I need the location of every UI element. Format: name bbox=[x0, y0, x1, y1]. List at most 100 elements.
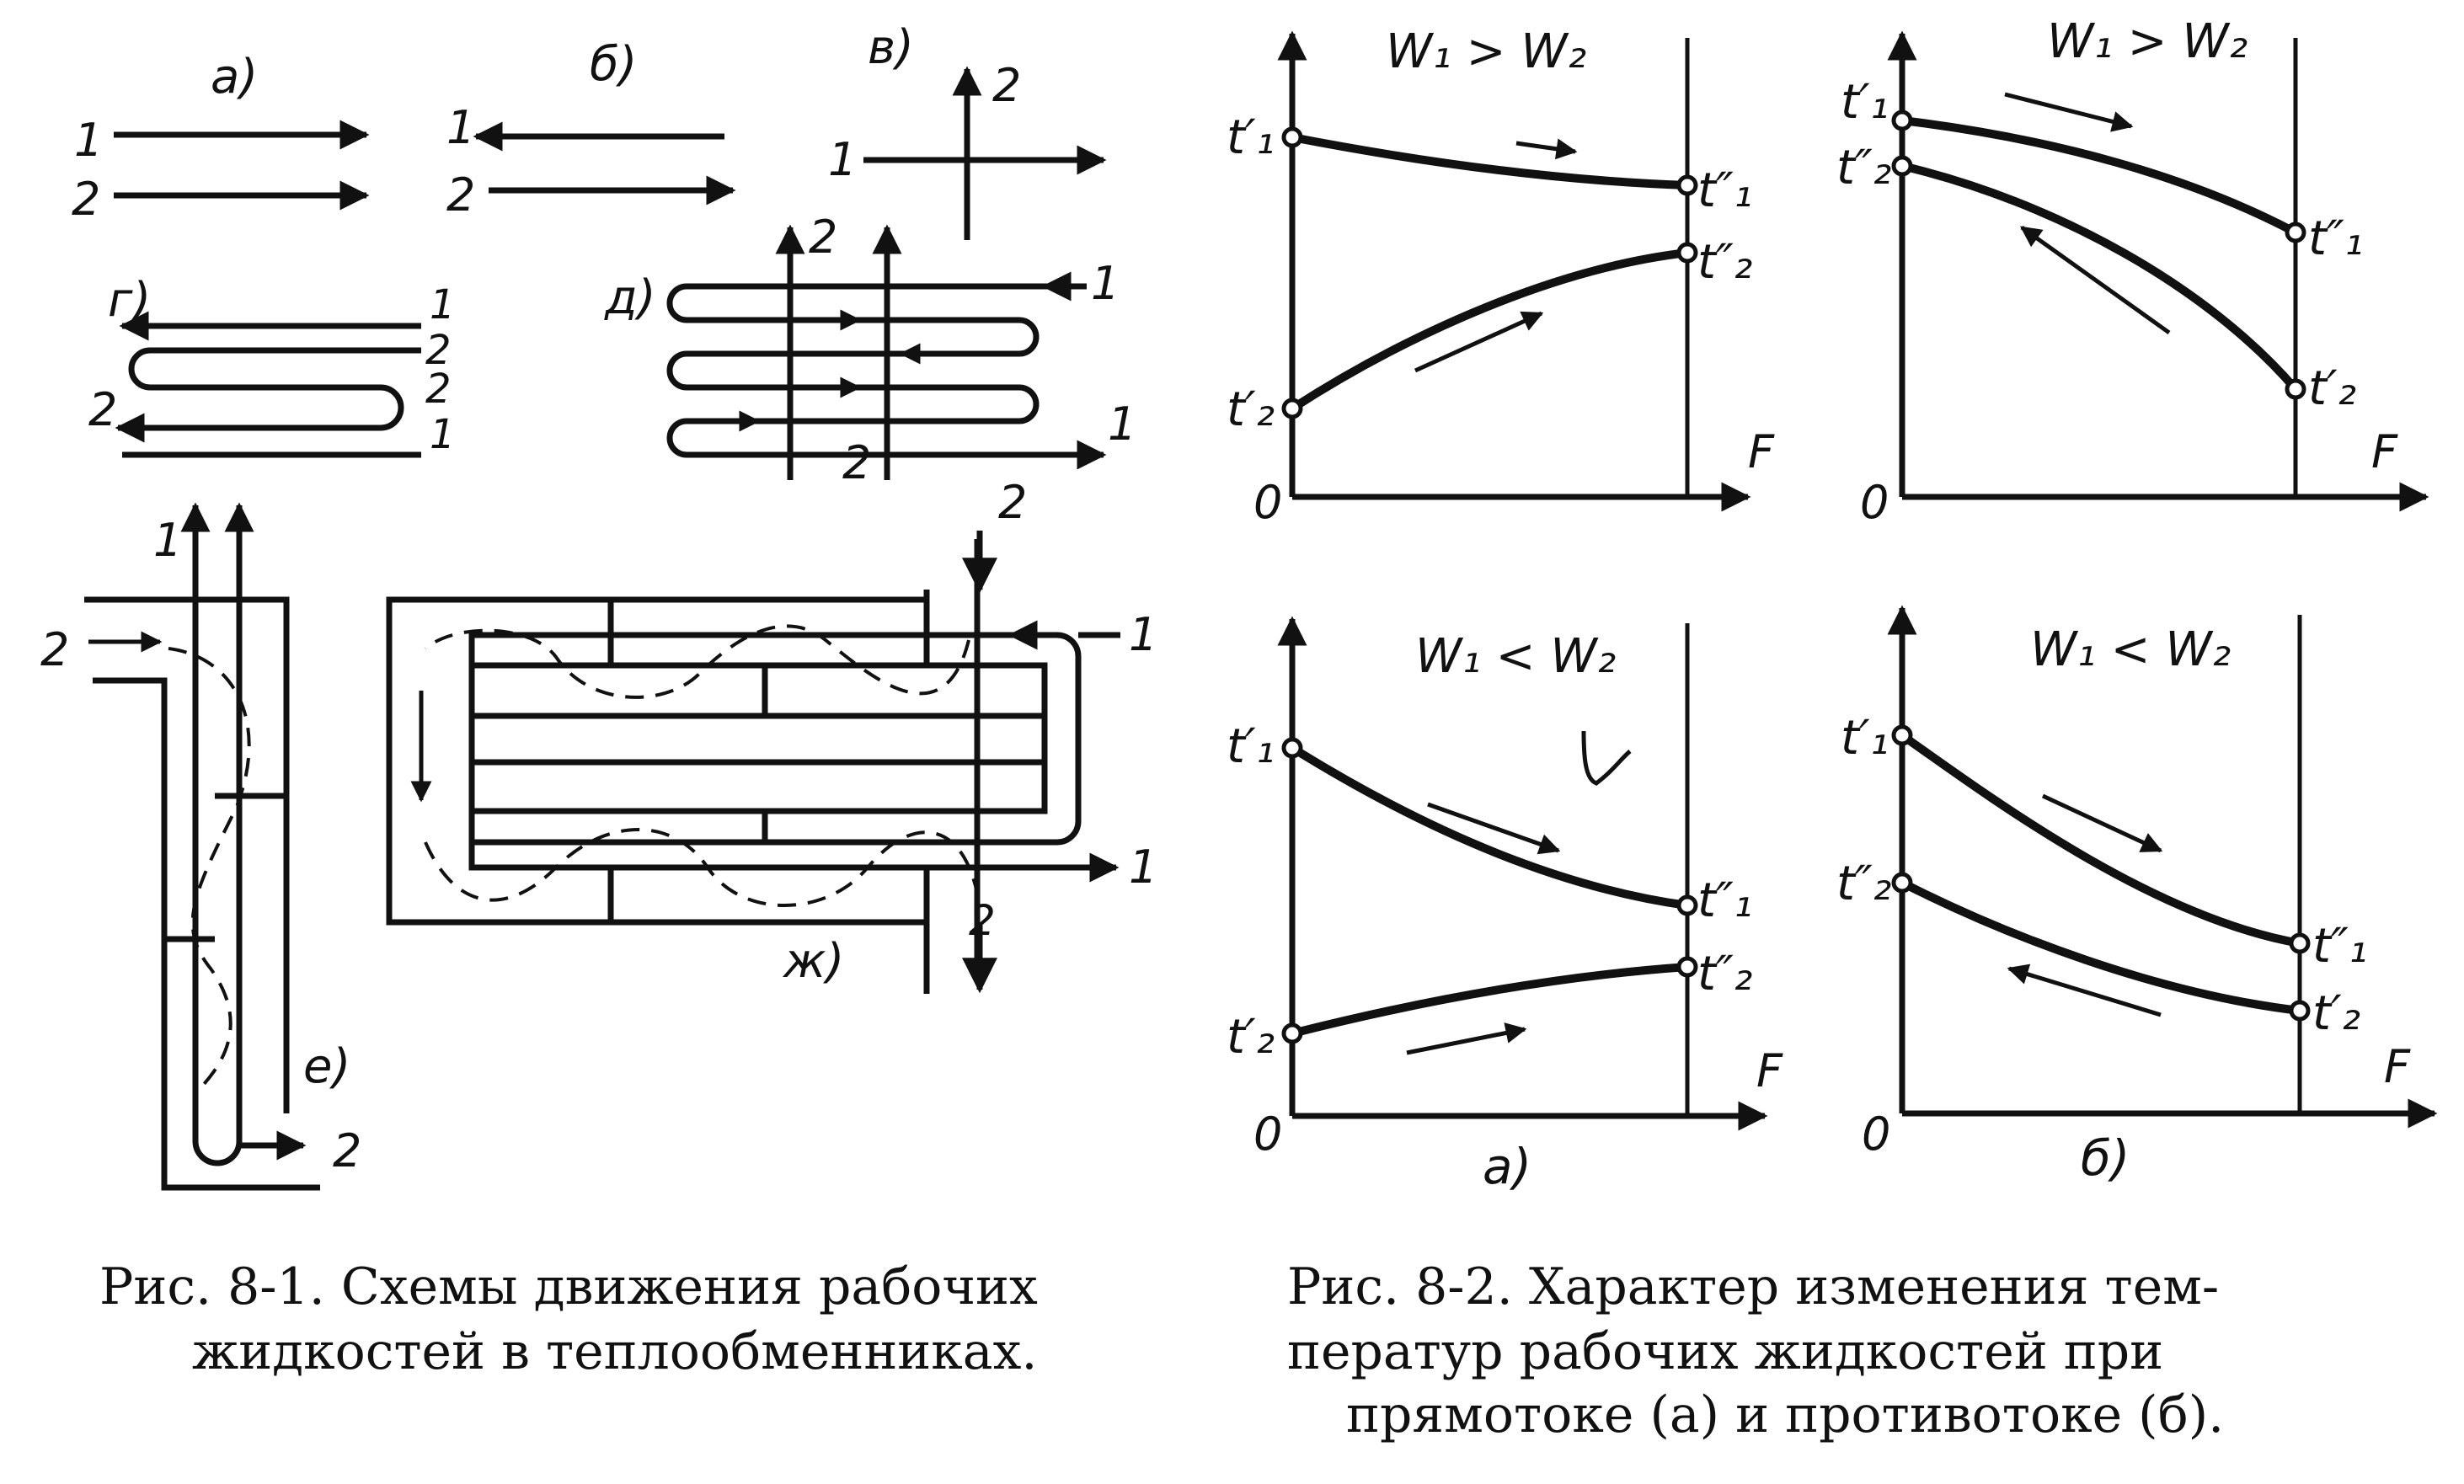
point-t2-out bbox=[1676, 242, 1698, 264]
point-t2-in bbox=[1281, 1022, 1303, 1044]
point-t2-out bbox=[1676, 956, 1698, 978]
shell-outer-top-right bbox=[84, 596, 290, 1113]
caption-fig-8-1-line2: жидкостей в теплообменниках. bbox=[192, 1322, 1037, 1381]
label-fluid-2: 2 bbox=[842, 436, 871, 489]
flow-path-dashed-upper bbox=[424, 624, 970, 699]
origin-label: 0 bbox=[1860, 476, 1889, 529]
label-fluid-2: 2 bbox=[88, 383, 117, 436]
label-fluid-2: 2 bbox=[333, 1124, 361, 1177]
direction-arrow bbox=[2007, 964, 2162, 1017]
condition-label: W₁ > W₂ bbox=[2047, 14, 2248, 69]
label-fluid-1: 1 bbox=[1108, 398, 1136, 451]
label-sub-g: г) bbox=[108, 273, 151, 328]
point-t2-out bbox=[1891, 155, 1913, 177]
tube-return-inner bbox=[472, 662, 1048, 814]
point-t1-in bbox=[1891, 109, 1913, 131]
tube-outer bbox=[468, 632, 994, 871]
caption-fig-8-2-line3: прямотоке (а) и противотоке (б). bbox=[1346, 1385, 2224, 1444]
point-t1-out bbox=[2285, 222, 2306, 243]
curve-t1 bbox=[1900, 731, 2301, 948]
graph-parallel-w1-less: W₁ < W₂ t′₁ t″₁ t′₂ t″₂ F 0 а) bbox=[1227, 616, 1783, 1195]
curve-t2 bbox=[1900, 878, 2301, 1015]
scheme-e-shell-and-tube: 1 2 2 е) bbox=[40, 502, 361, 1191]
label-sub-a: а) bbox=[211, 50, 258, 104]
direction-arrow bbox=[2041, 793, 2163, 853]
label-t2-out: t″₂ bbox=[1697, 235, 1752, 290]
label-t1-in: t′₁ bbox=[1841, 75, 1889, 130]
label-t1-in: t′₁ bbox=[1227, 719, 1275, 774]
caption-fig-8-1-line1: Рис. 8-1. Схемы движения рабочих bbox=[99, 1257, 1038, 1316]
condition-label: W₁ < W₂ bbox=[2030, 622, 2231, 677]
curve-t2 bbox=[1291, 963, 1688, 1038]
curve-t2 bbox=[1900, 162, 2299, 392]
label-sub-a: а) bbox=[1483, 1138, 1531, 1195]
figure-8-1-schemes: а) 1 2 б) 1 2 в) 1 2 г) 1 bbox=[40, 20, 1157, 1381]
point-t1-in bbox=[1281, 737, 1303, 759]
point-t1-in bbox=[1891, 724, 1913, 746]
label-t1-out: t″₁ bbox=[2312, 919, 2367, 974]
label-fluid-1: 1 bbox=[1129, 841, 1157, 894]
label-sub-zh: ж) bbox=[782, 934, 844, 989]
point-t2-in bbox=[2289, 1000, 2311, 1022]
point-t2-in bbox=[1281, 398, 1303, 419]
label-fluid-2: 2 bbox=[809, 211, 837, 264]
direction-arrow bbox=[2004, 92, 2134, 132]
label-fluid-2: 2 bbox=[425, 327, 452, 374]
flow-path-1-turn bbox=[666, 418, 687, 458]
label-t1-out: t″₁ bbox=[1697, 873, 1752, 928]
curve-t1 bbox=[1291, 133, 1688, 190]
tube-u-bend bbox=[192, 1140, 243, 1166]
label-fluid-1: 1 bbox=[153, 514, 182, 567]
label-fluid-1: 1 bbox=[430, 411, 456, 458]
direction-arrow bbox=[1427, 802, 1561, 855]
label-sub-b: б) bbox=[590, 37, 637, 92]
origin-label: 0 bbox=[1862, 1108, 1890, 1161]
curve-t1 bbox=[1290, 744, 1688, 910]
direction-arrow bbox=[1515, 138, 1578, 160]
label-sub-d: д) bbox=[604, 270, 656, 325]
label-t1-out: t″₁ bbox=[2308, 211, 2363, 266]
condition-label: W₁ > W₂ bbox=[1386, 24, 1586, 79]
graph-parallel-w1-greater: W₁ > W₂ t′₁ t″₁ t′₂ t″₂ F 0 bbox=[1227, 24, 1775, 529]
label-t2-out: t″₂ bbox=[1836, 141, 1891, 195]
label-t2-in: t′₂ bbox=[1227, 1010, 1275, 1065]
point-t2-in bbox=[2285, 378, 2306, 400]
label-fluid-2: 2 bbox=[998, 476, 1027, 529]
scheme-d-multipass-cross-flow: д) 2 1 1 2 bbox=[604, 211, 1136, 489]
axis-f-label: F bbox=[1748, 425, 1775, 478]
graph-counter-w1-less: W₁ < W₂ t′₁ t″₂ t″₁ t′₂ F 0 б) bbox=[1836, 605, 2438, 1187]
label-sub-e: е) bbox=[303, 1039, 350, 1094]
point-t1-out bbox=[2289, 932, 2311, 954]
tube-return-outer bbox=[472, 632, 1082, 846]
label-fluid-1: 1 bbox=[446, 101, 475, 154]
graph-counter-w1-greater: W₁ > W₂ t′₁ t″₂ t″₁ t′₂ F 0 bbox=[1836, 14, 2429, 529]
point-t2-out bbox=[1891, 872, 1913, 894]
scheme-b-counter-flow: б) 1 2 bbox=[446, 37, 736, 222]
axis-f-label: F bbox=[2384, 1040, 2411, 1093]
flow-path-dashed-lower bbox=[424, 828, 979, 907]
condition-label: W₁ < W₂ bbox=[1415, 629, 1616, 684]
label-fluid-2: 2 bbox=[72, 173, 100, 226]
point-t1-out bbox=[1676, 174, 1698, 196]
shell-outer-left-bottom bbox=[93, 677, 320, 1191]
label-fluid-2: 2 bbox=[425, 366, 452, 413]
scheme-g-mixed-flow: г) 1 2 2 1 2 bbox=[88, 273, 456, 458]
label-fluid-2: 2 bbox=[992, 59, 1021, 112]
scheme-zh-two-pass: 2 1 1 2 ж) bbox=[386, 476, 1157, 994]
label-t2-in: t′₂ bbox=[2308, 361, 2356, 416]
label-t2-out: t″₂ bbox=[1836, 857, 1891, 911]
label-fluid-2: 2 bbox=[969, 896, 996, 945]
label-fluid-2: 2 bbox=[40, 623, 69, 676]
caption-fig-8-2-line2: ператур рабочих жидкостей при bbox=[1287, 1322, 2163, 1381]
label-fluid-2: 2 bbox=[446, 168, 475, 222]
label-fluid-1: 1 bbox=[1129, 608, 1157, 661]
handwritten-checkmark bbox=[1581, 730, 1632, 786]
flow-path-2 bbox=[115, 347, 421, 443]
curve-t1 bbox=[1901, 116, 2298, 237]
point-t1-out bbox=[1676, 894, 1698, 916]
axis-f-label: F bbox=[1756, 1044, 1783, 1097]
label-fluid-1: 1 bbox=[1091, 257, 1120, 310]
shell-outer-left bbox=[386, 596, 927, 926]
